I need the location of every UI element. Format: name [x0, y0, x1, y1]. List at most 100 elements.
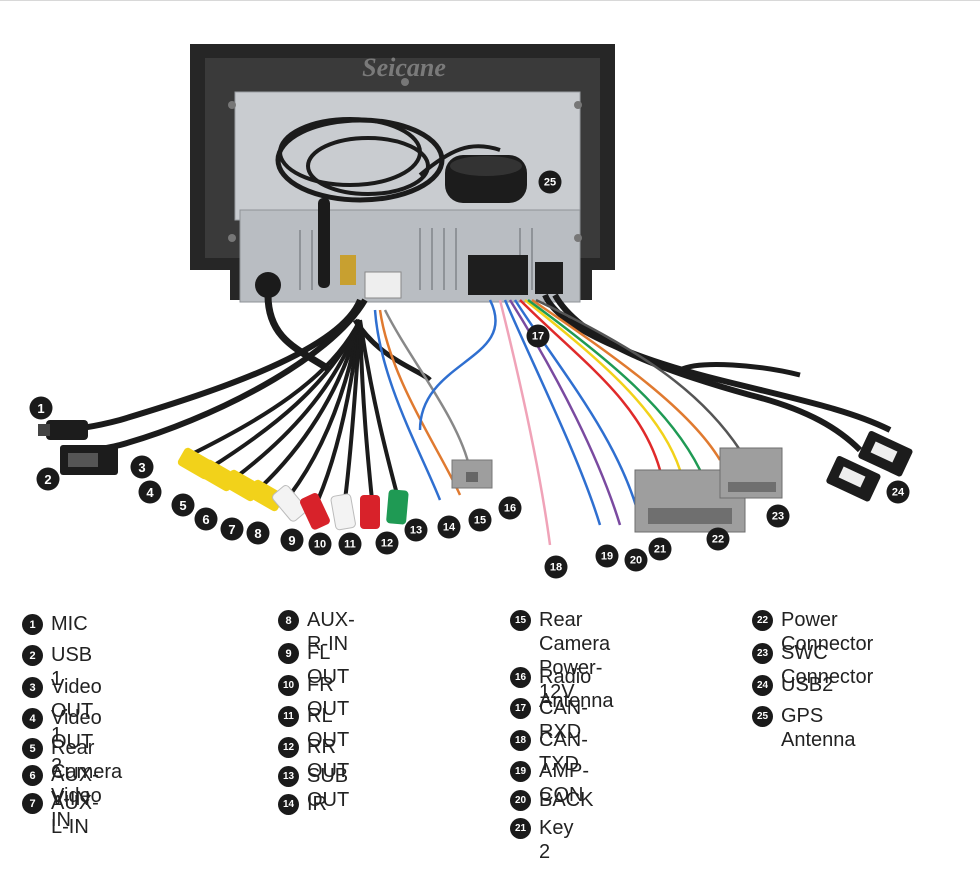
marker-number: 8: [254, 526, 261, 541]
marker-circle: [171, 493, 195, 517]
marker-circle: [526, 324, 550, 348]
marker-number: 7: [228, 522, 235, 537]
legend-badge: 25: [752, 706, 773, 727]
marker-circle: [220, 517, 244, 541]
marker-number: 17: [532, 331, 544, 343]
marker-number: 16: [504, 503, 516, 515]
legend-item-9: 9 FL OUT: [278, 641, 349, 689]
marker-20: 20: [624, 548, 648, 572]
legend-label: AUX-V-IN: [51, 764, 99, 810]
legend-label: FL OUT: [307, 642, 350, 688]
marker-5: 5: [171, 493, 195, 517]
legend-label: CAN-TXD: [539, 729, 588, 775]
legend-label: MIC: [51, 613, 88, 635]
legend-label: Video OUT 2: [51, 707, 102, 777]
rca-plugs: [177, 447, 409, 531]
marker-6: 6: [194, 507, 218, 531]
legend-badge: 19: [510, 761, 531, 782]
legend-label: RR OUT: [307, 736, 350, 782]
marker-number: 3: [138, 460, 145, 475]
legend-badge: 10: [278, 675, 299, 696]
legend-label: AUX-L-IN: [51, 792, 99, 838]
marker-15: 15: [468, 508, 492, 532]
marker-number: 24: [892, 487, 905, 499]
legend-item-18: 18 CAN-TXD: [510, 728, 588, 776]
marker-number: 11: [344, 539, 356, 551]
marker-12: 12: [375, 531, 399, 555]
marker-circle: [766, 504, 790, 528]
marker-number: 19: [601, 551, 613, 563]
marker-3: 3: [130, 455, 154, 479]
head-unit: Seicane: [190, 44, 615, 303]
marker-21: 21: [648, 537, 672, 561]
legend-label: RL OUT: [307, 705, 350, 751]
marker-number: 1: [37, 401, 44, 416]
legend-badge: 1: [22, 614, 43, 635]
legend-badge: 13: [278, 766, 299, 787]
top-divider: [0, 0, 980, 1]
legend-label: BACK: [539, 789, 594, 811]
legend-item-5: 5 Rear Camera Video IN: [22, 736, 122, 832]
legend-label: Key 2: [539, 817, 574, 863]
marker-circle: [36, 467, 60, 491]
marker-18: 18: [544, 555, 568, 579]
marker-number: 10: [314, 539, 326, 551]
thin-wires: [373, 298, 742, 546]
legend-label: GPS Antenna: [781, 705, 856, 751]
marker-19: 19: [595, 544, 619, 568]
rca-cables: [189, 319, 400, 501]
marker-circle: [308, 532, 332, 556]
marker-circle: [246, 521, 270, 545]
marker-11: 11: [338, 532, 362, 556]
chassis-back: [239, 209, 581, 303]
legend-badge: 18: [510, 730, 531, 751]
marker-number: 12: [381, 538, 393, 550]
legend-label: Video OUT 1: [51, 676, 102, 746]
legend-label: Rear Camera Power-12V: [539, 609, 611, 703]
brand-logo: Seicane: [362, 53, 446, 82]
black-harness: [54, 293, 892, 458]
marker-25: 25: [538, 170, 562, 194]
swc-connector: [719, 447, 783, 499]
legend-badge: 5: [22, 738, 43, 759]
marker-number: 9: [288, 533, 295, 548]
gps-antenna: [275, 117, 527, 203]
marker-circle: [468, 508, 492, 532]
legend-badge: 20: [510, 790, 531, 811]
marker-circle: [194, 507, 218, 531]
legend-badge: 17: [510, 698, 531, 719]
legend-label: USB 1: [51, 644, 93, 690]
legend-label: Rear Camera Video IN: [51, 737, 123, 831]
marker-17: 17: [526, 324, 550, 348]
legend-label: IR: [307, 793, 327, 815]
marker-circle: [404, 518, 428, 542]
marker-8: 8: [246, 521, 270, 545]
marker-circle: [280, 528, 304, 552]
legend-badge: 15: [510, 610, 531, 631]
legend-badge: 9: [278, 643, 299, 664]
legend-badge: 23: [752, 643, 773, 664]
marker-circle: [338, 532, 362, 556]
marker-7: 7: [220, 517, 244, 541]
legend-label: Power Connector: [781, 609, 874, 655]
legend-label: AMP-CON: [539, 760, 589, 806]
marker-22: 22: [706, 527, 730, 551]
marker-number: 14: [443, 522, 456, 534]
marker-number: 2: [44, 472, 51, 487]
marker-1: 1: [29, 396, 53, 420]
marker-number: 25: [544, 177, 556, 189]
marker-circle: [437, 515, 461, 539]
marker-14: 14: [437, 515, 461, 539]
